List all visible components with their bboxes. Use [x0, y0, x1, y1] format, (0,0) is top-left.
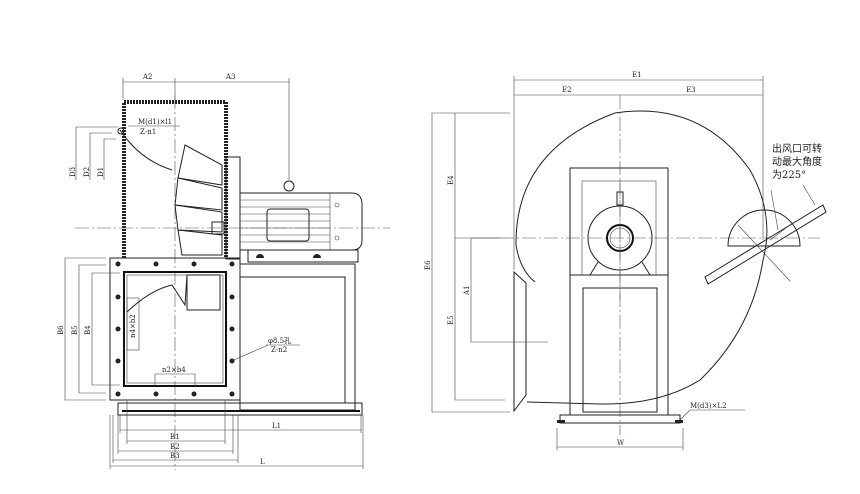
motor	[239, 180, 363, 263]
label-a1: A1	[463, 285, 471, 296]
impeller-blades	[174, 144, 223, 256]
rotatable-outlet: 出风口可转 动最大角度 为225°	[704, 142, 827, 285]
dim-w: W	[556, 428, 684, 450]
dim-e-horizontal: E1 E2 E3	[513, 71, 764, 270]
label-d2: D2	[83, 167, 91, 177]
label-e1: E1	[632, 71, 642, 79]
label-a2: A2	[142, 73, 153, 81]
label-e2: E2	[562, 86, 572, 94]
bolt-note-top-count: Z-n1	[140, 128, 156, 136]
front-view: E1 E2 E3	[424, 71, 827, 450]
pitch-vertical-note: n4×b2	[129, 314, 137, 338]
outlet-note-line3: 为225°	[772, 169, 806, 181]
inlet-flange: n4×b2 n2×b4 φ8.5孔 Z-n2	[109, 257, 300, 401]
dim-e-vertical: E6 E4 E5 A1	[424, 112, 548, 413]
bearing-housing	[225, 156, 241, 260]
label-l: L	[260, 458, 265, 466]
label-e5: E5	[447, 315, 455, 325]
anchor-note: M(d3)×L2	[690, 402, 727, 410]
base-frame	[117, 263, 363, 416]
scroll-casing	[515, 110, 768, 405]
outlet-note-line2: 动最大角度	[772, 155, 822, 168]
side-view: A2 A3 D3 D2 D1 M(d1)×l1 Z-n1	[57, 73, 390, 470]
label-b5: B5	[71, 325, 79, 335]
bolt-note-top: M(d1)×l1	[138, 118, 172, 126]
inlet-cone	[119, 129, 173, 171]
label-l1: L1	[272, 422, 281, 430]
motor-end	[587, 180, 653, 300]
label-a3: A3	[225, 73, 236, 81]
label-b4: B4	[84, 325, 92, 335]
label-b1: B1	[170, 433, 180, 441]
hole-note: φ8.5孔	[268, 337, 291, 345]
label-d1: D1	[97, 167, 105, 177]
label-b3: B3	[170, 452, 180, 460]
label-w: W	[617, 439, 625, 447]
outlet-note-line1: 出风口可转	[772, 142, 822, 155]
support-frame	[557, 167, 683, 424]
inlet-duct	[513, 270, 527, 413]
dim-a2-a3: A2 A3	[122, 73, 290, 180]
label-e3: E3	[686, 86, 696, 94]
label-e4: E4	[447, 175, 455, 185]
pitch-horizontal-note: n2×b4	[162, 366, 186, 374]
label-b2: B2	[170, 443, 180, 451]
hole-note-count: Z-n2	[271, 346, 287, 354]
dim-b-vertical: B6 B5 B4	[57, 257, 120, 401]
dim-bottom: L1 B1 B2 B3 L	[109, 400, 364, 469]
label-d3: D3	[69, 167, 77, 177]
dim-d: D3 D2 D1	[69, 126, 118, 180]
label-e6: E6	[424, 260, 432, 270]
label-b6: B6	[57, 325, 65, 335]
